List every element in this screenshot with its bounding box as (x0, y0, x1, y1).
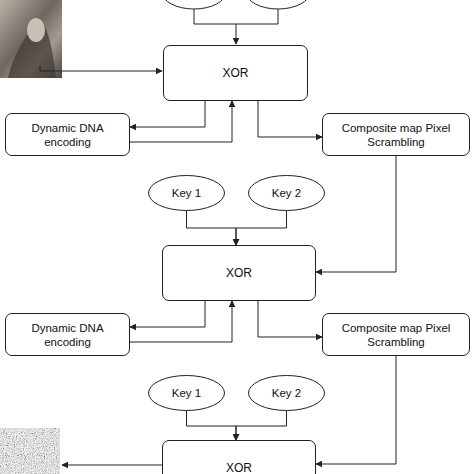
node-text: Key 1 (162, 186, 211, 200)
process-box: Composite map Pixel Scrambling (322, 113, 470, 156)
xor-box: XOR (163, 45, 308, 101)
flow-arrow (258, 101, 322, 137)
flow-arrow (187, 411, 237, 440)
key-ellipse: Key 2 (248, 175, 325, 211)
flow-arrow (130, 301, 205, 327)
flow-arrow (130, 301, 232, 342)
key-ellipse: Key 1 (148, 375, 225, 411)
flow-arrow (316, 156, 396, 272)
node-text: Composite map Pixel Scrambling (323, 321, 469, 349)
flow-arrow (130, 101, 205, 127)
flow-arrow (258, 301, 322, 337)
cipher-image (0, 428, 60, 474)
node-text: Key 2 (262, 386, 311, 400)
ellipse-shape (149, 176, 225, 211)
process-box: Dynamic DNA encoding (5, 313, 130, 356)
plain-image (0, 0, 62, 78)
key-merge-line (194, 9, 278, 24)
flow-arrow (236, 211, 287, 245)
node-text: XOR (216, 461, 262, 474)
process-box: Dynamic DNA encoding (5, 113, 130, 156)
key-input-arrow (236, 24, 237, 44)
flow-arrow (187, 211, 237, 245)
plain-image-face (27, 18, 45, 42)
xor-box: XOR (162, 245, 316, 301)
node-text: Key 1 (162, 386, 211, 400)
node-text: Key 2 (262, 186, 311, 200)
key-ellipse-partial (162, 0, 226, 9)
process-box: Composite map Pixel Scrambling (322, 313, 470, 356)
node-text: XOR (212, 66, 258, 80)
xor-box: XOR (162, 440, 316, 474)
flow-arrow (130, 101, 232, 142)
node-text: Composite map Pixel Scrambling (323, 121, 469, 149)
ellipse-shape (149, 376, 225, 411)
key-ellipse: Key 2 (248, 375, 325, 411)
ellipse-shape (249, 376, 325, 411)
output-arrow (62, 465, 162, 466)
node-text: Dynamic DNA encoding (6, 321, 129, 349)
flow-arrow (236, 411, 287, 440)
flow-arrow (316, 356, 396, 464)
key-ellipse-partial (246, 0, 310, 9)
key-ellipse: Key 1 (148, 175, 225, 211)
node-text: Dynamic DNA encoding (6, 121, 129, 149)
image-input-arrow (40, 66, 162, 71)
node-text: XOR (216, 266, 262, 280)
ellipse-shape (249, 176, 325, 211)
